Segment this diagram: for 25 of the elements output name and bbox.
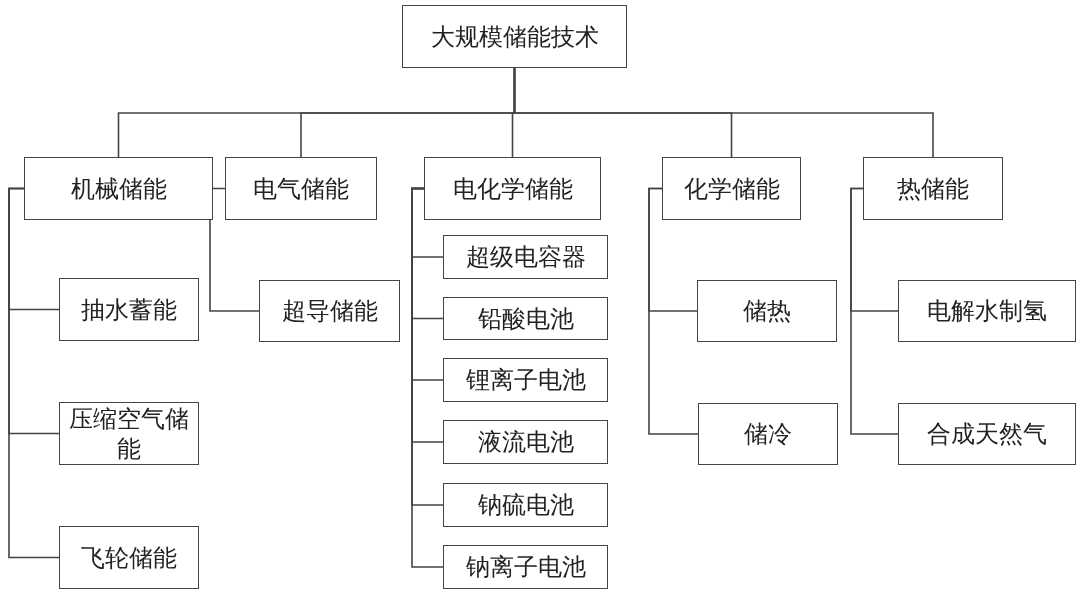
connector-line xyxy=(8,187,60,559)
category-box: 钠硫电池 xyxy=(443,483,608,527)
connector-line xyxy=(411,187,444,568)
category-box: 热储能 xyxy=(863,157,1003,220)
connector-line xyxy=(513,67,934,158)
category-box: 液流电池 xyxy=(443,420,608,464)
connector-line xyxy=(850,187,899,435)
category-box: 抽水蓄能 xyxy=(59,278,199,341)
category-box: 电气储能 xyxy=(225,157,377,220)
category-box: 储冷 xyxy=(698,403,838,465)
category-box: 飞轮储能 xyxy=(59,526,199,589)
category-box: 压缩空气储能 xyxy=(59,402,199,465)
category-box: 锂离子电池 xyxy=(443,358,608,402)
category-box: 超导储能 xyxy=(259,280,400,342)
root-box: 大规模储能技术 xyxy=(402,5,627,68)
category-box: 机械储能 xyxy=(24,157,213,220)
category-box: 储热 xyxy=(697,280,837,342)
category-box: 铅酸电池 xyxy=(443,297,608,340)
category-box: 电解水制氢 xyxy=(898,280,1076,342)
category-box: 钠离子电池 xyxy=(443,545,608,589)
category-box: 化学储能 xyxy=(662,157,801,220)
category-box: 合成天然气 xyxy=(898,403,1076,465)
category-box: 超级电容器 xyxy=(443,235,608,279)
connector-line xyxy=(648,187,699,435)
category-box: 电化学储能 xyxy=(424,157,601,220)
